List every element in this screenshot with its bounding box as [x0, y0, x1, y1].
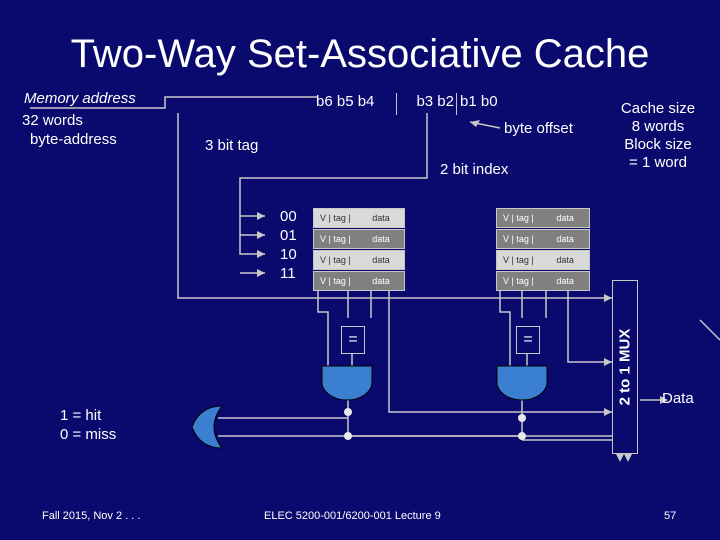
set-index-01: 01 — [280, 227, 297, 244]
set-index-11: 11 — [280, 265, 296, 282]
mux-label: 2 to 1 MUX — [616, 328, 634, 406]
cache-way-1-row: V | tag | data — [496, 271, 590, 291]
decorative-line — [699, 319, 720, 341]
valid0-line — [317, 282, 329, 366]
hit-label: 1 = hit — [60, 407, 102, 424]
footer-course: ELEC 5200-001/6200-001 Lecture 9 — [264, 510, 441, 522]
cache-size-label: Cache size — [620, 100, 696, 117]
data-cell: data — [372, 213, 390, 223]
cache-way-0-row: V | tag | data — [313, 250, 405, 270]
tag-bus — [177, 113, 612, 299]
cache-way-0-row: V | tag | data — [313, 229, 405, 249]
block-size-label: Block size — [624, 136, 692, 153]
junction-dot — [344, 408, 352, 416]
or-gate — [191, 405, 224, 449]
valid-tag-cell: V | tag | — [320, 234, 351, 244]
data-cell: data — [556, 234, 574, 244]
cache-words-label: 8 words — [631, 118, 685, 135]
valid-tag-cell: V | tag | — [503, 255, 534, 265]
data-cell: data — [556, 213, 574, 223]
valid-tag-cell: V | tag | — [503, 213, 534, 223]
set-index-00: 00 — [280, 208, 297, 225]
data-cell: data — [556, 276, 574, 286]
data-cell: data — [372, 276, 390, 286]
data-cell: data — [372, 234, 390, 244]
valid-tag-cell: V | tag | — [320, 255, 351, 265]
valid-tag-cell: V | tag | — [320, 276, 351, 286]
tag-width-label: 3 bit tag — [203, 137, 261, 154]
cache-way-1-row: V | tag | data — [496, 208, 590, 228]
comparator-way0: = — [341, 326, 365, 354]
page-number: 57 — [664, 510, 677, 522]
data0-to-mux — [388, 282, 612, 413]
slide-title: Two-Way Set-Associative Cache — [70, 32, 650, 76]
cache-way-1-row: V | tag | data — [496, 250, 590, 270]
byte-address-label: byte-address — [30, 131, 117, 148]
junction-dot — [518, 432, 526, 440]
valid-tag-cell: V | tag | — [320, 213, 351, 223]
footer-date: Fall 2015, Nov 2 . . . — [42, 510, 141, 522]
valid-tag-cell: V | tag | — [503, 234, 534, 244]
cache-way-0-row: V | tag | data — [313, 208, 405, 228]
block-words-label: = 1 word — [629, 154, 687, 171]
and-gate-way0 — [321, 365, 373, 401]
offset-bits-field: b1 b0 — [460, 93, 498, 110]
junction-dot — [518, 414, 526, 422]
address-line — [30, 96, 318, 109]
junction-dot — [344, 432, 352, 440]
miss-label: 0 = miss — [60, 426, 117, 443]
data-cell: data — [556, 255, 574, 265]
valid1-line — [499, 282, 511, 366]
index-width-label: 2 bit index — [438, 161, 511, 178]
words-label: 32 words — [22, 112, 83, 129]
index-bus — [239, 113, 428, 255]
index-bits-field: b3 b2 — [400, 93, 457, 115]
cache-info: Cache size 8 words Block size = 1 word — [608, 100, 708, 172]
tag-bits-field: b6 b5 b4 — [316, 93, 397, 115]
byte-offset-label: byte offset — [504, 120, 573, 137]
data1-to-mux — [567, 282, 612, 363]
comparator-way1: = — [516, 326, 540, 354]
set-index-list: 00 01 10 11 — [280, 207, 297, 283]
data-cell: data — [372, 255, 390, 265]
set-index-10: 10 — [280, 246, 297, 263]
data-output-label: Data — [662, 390, 694, 407]
valid-tag-cell: V | tag | — [503, 276, 534, 286]
memory-address-label: Memory address — [24, 90, 136, 107]
cache-way-1-row: V | tag | data — [496, 229, 590, 249]
mux-2to1: 2 to 1 MUX — [612, 280, 638, 454]
and-gate-way1 — [496, 365, 548, 401]
cache-way-0-row: V | tag | data — [313, 271, 405, 291]
